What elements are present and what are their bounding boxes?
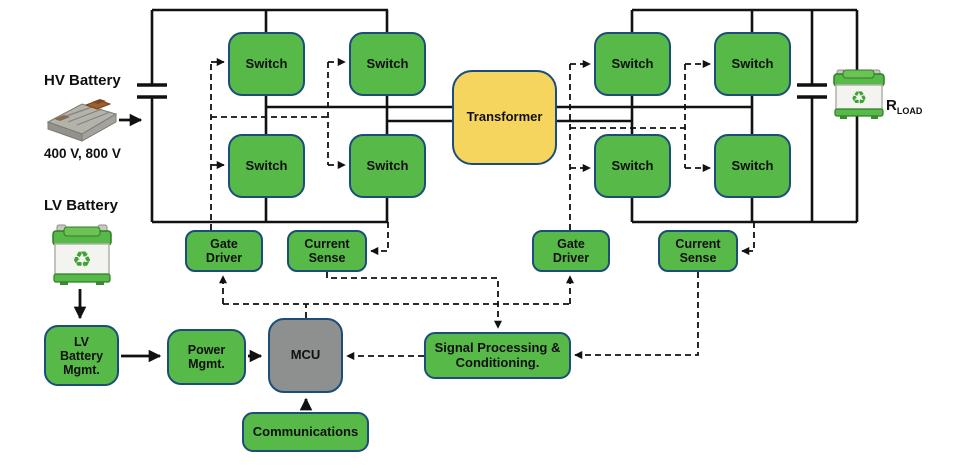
dashed-signal-wires xyxy=(210,57,755,361)
ev-battery-pack-icon xyxy=(46,99,118,142)
car-battery-icon: ♻ xyxy=(52,224,112,285)
current-sense-block: Current Sense xyxy=(287,230,367,272)
switch-block: Switch xyxy=(228,134,305,198)
switch-block: Switch xyxy=(714,32,791,96)
hv-voltage-label: 400 V, 800 V xyxy=(44,146,121,161)
switch-block: Switch xyxy=(349,134,426,198)
r-load-subscript: LOAD xyxy=(896,106,923,116)
gate-driver-block: Gate Driver xyxy=(532,230,610,272)
lv-battery-label: LV Battery xyxy=(44,197,118,214)
hv-battery-pack-image xyxy=(42,95,122,148)
lv-battery-mgmt-block: LV Battery Mgmt. xyxy=(44,325,119,386)
solid-arrows xyxy=(73,113,313,411)
gate-driver-block: Gate Driver xyxy=(185,230,263,272)
r-load-main: R xyxy=(886,97,897,114)
current-sense-block: Current Sense xyxy=(658,230,738,272)
switch-block: Switch xyxy=(594,134,671,198)
transformer-block: Transformer xyxy=(452,70,557,165)
recycle-icon: ♻ xyxy=(851,88,867,108)
hv-battery-label: HV Battery xyxy=(44,72,121,89)
r-load-label: RLOAD xyxy=(886,97,922,116)
switch-block: Switch xyxy=(228,32,305,96)
switch-block: Switch xyxy=(349,32,426,96)
load-battery-image: ♻ xyxy=(830,66,888,125)
capacitor-symbols xyxy=(137,83,827,99)
lv-battery-image: ♻ xyxy=(48,218,116,293)
car-battery-icon: ♻ xyxy=(833,69,885,119)
switch-block: Switch xyxy=(714,134,791,198)
recycle-icon: ♻ xyxy=(72,247,92,272)
mcu-block: MCU xyxy=(268,318,343,393)
power-mgmt-block: Power Mgmt. xyxy=(167,329,246,385)
switch-block: Switch xyxy=(594,32,671,96)
signal-processing-block: Signal Processing & Conditioning. xyxy=(424,332,571,379)
communications-block: Communications xyxy=(242,412,369,452)
